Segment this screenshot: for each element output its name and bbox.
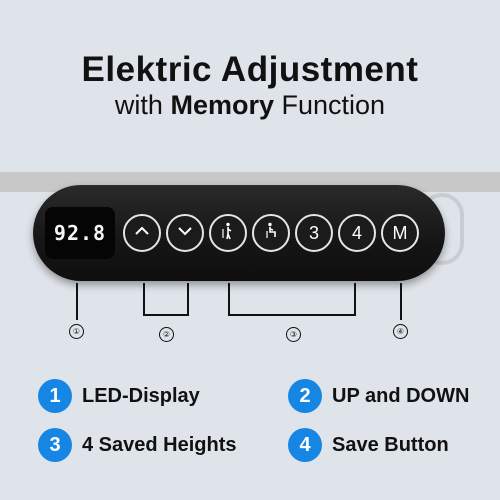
- legend-label: UP and DOWN: [332, 384, 470, 407]
- memory-4-label: 4: [351, 222, 362, 243]
- legend-label: LED-Display: [82, 384, 200, 407]
- save-button[interactable]: M: [381, 214, 419, 252]
- legend-item-save-button: 4 Save Button: [288, 428, 449, 462]
- legend-item-led-display: 1 LED-Display: [38, 379, 200, 413]
- callout-4: ④: [393, 324, 408, 339]
- legend-item-up-down: 2 UP and DOWN: [288, 379, 469, 413]
- up-chevron-icon: [132, 221, 152, 246]
- led-display: 92.8: [45, 207, 115, 259]
- down-button[interactable]: [166, 214, 204, 252]
- up-button[interactable]: [123, 214, 161, 252]
- subtitle-bold: Memory: [170, 90, 274, 120]
- legend-badge: 4: [288, 428, 322, 462]
- memory-3-label: 3: [308, 222, 319, 243]
- callout-line-1: [76, 283, 78, 320]
- sitting-person-icon: [261, 221, 281, 246]
- legend-badge: 2: [288, 379, 322, 413]
- memory-3-button[interactable]: 3: [295, 214, 333, 252]
- desk-controller: 92.8 3 4: [33, 185, 445, 281]
- standing-person-icon: [218, 221, 238, 246]
- legend-item-saved-heights: 3 4 Saved Heights: [38, 428, 237, 462]
- memory-4-button[interactable]: 4: [338, 214, 376, 252]
- callout-bracket-3: [228, 283, 356, 316]
- memory-stand-button[interactable]: [209, 214, 247, 252]
- callout-line-4: [400, 283, 402, 320]
- callout-1: ①: [69, 324, 84, 339]
- legend-badge: 1: [38, 379, 72, 413]
- save-label: M: [392, 222, 408, 243]
- callout-2: ②: [159, 327, 174, 342]
- legend-label: 4 Saved Heights: [82, 433, 237, 456]
- down-chevron-icon: [175, 221, 195, 246]
- legend-label: Save Button: [332, 433, 449, 456]
- legend-badge: 3: [38, 428, 72, 462]
- subtitle-prefix: with: [114, 90, 163, 120]
- callout-3: ③: [286, 327, 301, 342]
- memory-sit-button[interactable]: [252, 214, 290, 252]
- callout-bracket-2: [143, 283, 189, 316]
- headline-title: Elektric Adjustment: [81, 50, 419, 89]
- headline-subtitle: with Memory Function: [0, 90, 500, 121]
- display-value: 92.8: [53, 221, 107, 245]
- subtitle-suffix: Function: [281, 90, 386, 120]
